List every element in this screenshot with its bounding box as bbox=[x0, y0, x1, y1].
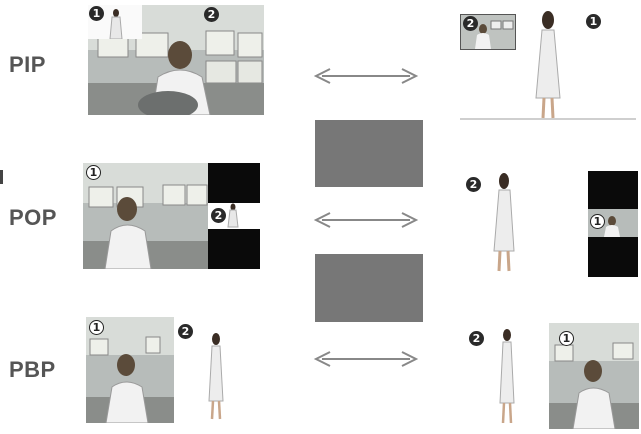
mode-label-pop: POP bbox=[9, 205, 57, 230]
badge-one: 1 bbox=[89, 320, 104, 335]
badge-two: 2 bbox=[463, 16, 478, 31]
pop-left-screen: 1 2 bbox=[83, 163, 260, 269]
office-scene-image bbox=[83, 163, 260, 269]
double-arrow-icon bbox=[313, 351, 419, 367]
pbp-right-screen: 2 1 bbox=[463, 323, 639, 429]
badge-two: 2 bbox=[466, 177, 481, 192]
badge-one: 1 bbox=[586, 14, 601, 29]
pbp-left-screen: 1 2 bbox=[86, 317, 263, 423]
gray-box-top bbox=[315, 120, 423, 187]
pop-right-screen: 2 1 bbox=[462, 171, 638, 277]
mode-label-pip: PIP bbox=[9, 52, 46, 77]
badge-two: 2 bbox=[211, 208, 226, 223]
office-scene-image bbox=[88, 5, 264, 115]
office-scene-image bbox=[86, 317, 263, 423]
badge-one: 1 bbox=[559, 331, 574, 346]
gray-box-bottom bbox=[315, 254, 423, 322]
pip-left-screen: 1 2 bbox=[88, 5, 264, 115]
badge-one: 1 bbox=[590, 214, 605, 229]
double-arrow-icon bbox=[313, 68, 419, 84]
edge-tick bbox=[0, 170, 3, 184]
badge-two: 2 bbox=[204, 7, 219, 22]
badge-two: 2 bbox=[178, 324, 193, 339]
pip-right-screen: 2 1 bbox=[460, 6, 636, 121]
double-arrow-icon bbox=[313, 212, 419, 228]
mode-label-pbp: PBP bbox=[9, 357, 56, 382]
woman-standing-image bbox=[462, 171, 638, 277]
badge-one: 1 bbox=[89, 6, 104, 21]
badge-one: 1 bbox=[86, 165, 101, 180]
woman-standing-image bbox=[463, 323, 639, 429]
badge-two: 2 bbox=[469, 331, 484, 346]
